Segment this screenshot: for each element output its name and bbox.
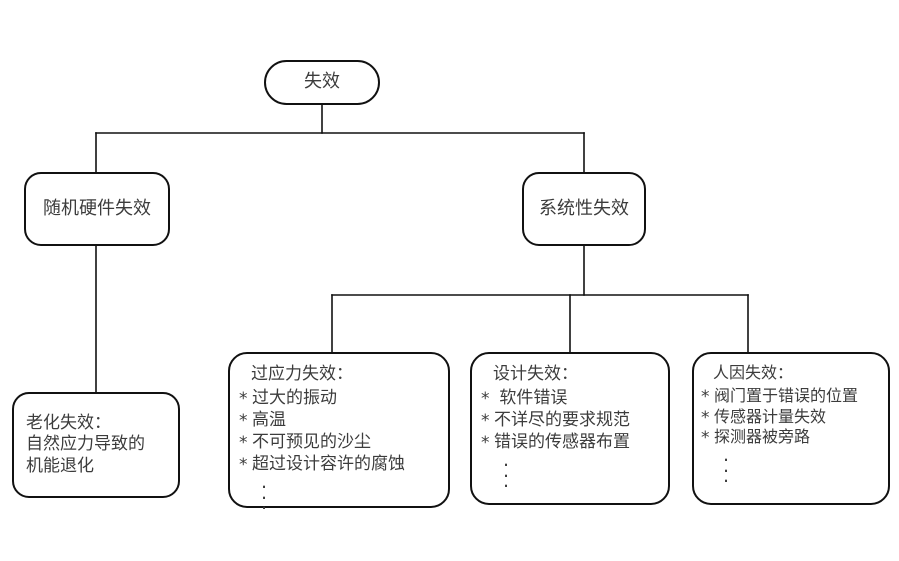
list-item-label: 过大的振动	[252, 388, 337, 409]
list-item: *不详尽的要求规范	[481, 409, 660, 431]
list-item-label: 传感器计量失效	[714, 406, 827, 426]
list-item: *错误的传感器布置	[481, 431, 660, 453]
vertical-ellipsis-icon: ...	[261, 471, 268, 515]
node-systematic-label: 系统性失效	[539, 197, 629, 219]
node-aging-line-3: 机能退化	[26, 455, 94, 476]
bullet-asterisk-icon: *	[701, 428, 710, 449]
list-item-label: 探测器被旁路	[714, 427, 811, 447]
bullet-asterisk-icon: *	[481, 433, 490, 454]
bullet-asterisk-icon: *	[701, 407, 710, 428]
node-design-items: * 软件错误 *不详尽的要求规范 *错误的传感器布置	[481, 387, 660, 453]
node-design-title: 设计失效：	[493, 364, 578, 384]
list-item-label: 高温	[252, 410, 286, 431]
node-human-items: *阀门置于错误的位置 *传感器计量失效 *探测器被旁路	[701, 386, 882, 448]
list-item: *传感器计量失效	[701, 407, 882, 428]
bullet-asterisk-icon: *	[701, 386, 710, 407]
list-item-label: 超过设计容许的腐蚀	[252, 454, 405, 475]
bullet-asterisk-icon: *	[481, 389, 490, 410]
node-systematic-failure[interactable]: 系统性失效	[522, 172, 646, 246]
node-human-factor-failure[interactable]: 人因失效： *阀门置于错误的位置 *传感器计量失效 *探测器被旁路 ...	[692, 352, 890, 505]
list-item: *不可预见的沙尘	[239, 431, 440, 453]
bullet-asterisk-icon: *	[481, 411, 490, 432]
node-random-hardware-label: 随机硬件失效	[43, 197, 151, 219]
node-human-title: 人因失效：	[713, 363, 794, 382]
list-item-label: 阀门置于错误的位置	[714, 385, 859, 405]
node-aging-text: 老化失效： 自然应力导致的 机能退化	[26, 413, 166, 477]
node-aging-failure[interactable]: 老化失效： 自然应力导致的 机能退化	[12, 392, 180, 498]
node-design-failure[interactable]: 设计失效： * 软件错误 *不详尽的要求规范 *错误的传感器布置 ...	[470, 352, 670, 505]
node-overstress-failure[interactable]: 过应力失效： *过大的振动 *高温 *不可预见的沙尘 *超过设计容许的腐蚀 ..…	[228, 352, 450, 513]
bullet-asterisk-icon: *	[239, 389, 248, 410]
list-item: *阀门置于错误的位置	[701, 386, 882, 407]
bullet-asterisk-icon: *	[239, 411, 248, 432]
list-item-label: 不可预见的沙尘	[252, 432, 371, 453]
node-overstress-title: 过应力失效：	[251, 364, 353, 384]
node-root-failure[interactable]: 失效	[264, 60, 380, 105]
list-item-label: 错误的传感器布置	[494, 432, 630, 453]
node-overstress-items: *过大的振动 *高温 *不可预见的沙尘 *超过设计容许的腐蚀	[239, 387, 440, 475]
vertical-ellipsis-icon: ...	[723, 444, 730, 488]
vertical-ellipsis-icon: ...	[503, 449, 510, 493]
node-aging-line-2: 自然应力导致的	[26, 434, 145, 455]
node-random-hardware-failure[interactable]: 随机硬件失效	[24, 172, 170, 246]
node-aging-line-1: 老化失效：	[26, 413, 111, 434]
list-item-label: 不详尽的要求规范	[494, 410, 630, 431]
bullet-asterisk-icon: *	[239, 433, 248, 454]
node-root-label: 失效	[304, 71, 340, 93]
list-item: *高温	[239, 409, 440, 431]
list-item: *超过设计容许的腐蚀	[239, 453, 440, 475]
list-item: *探测器被旁路	[701, 427, 882, 448]
list-item: *过大的振动	[239, 387, 440, 409]
list-item: * 软件错误	[481, 387, 660, 409]
bullet-asterisk-icon: *	[239, 455, 248, 476]
list-item-label: 软件错误	[494, 388, 568, 409]
